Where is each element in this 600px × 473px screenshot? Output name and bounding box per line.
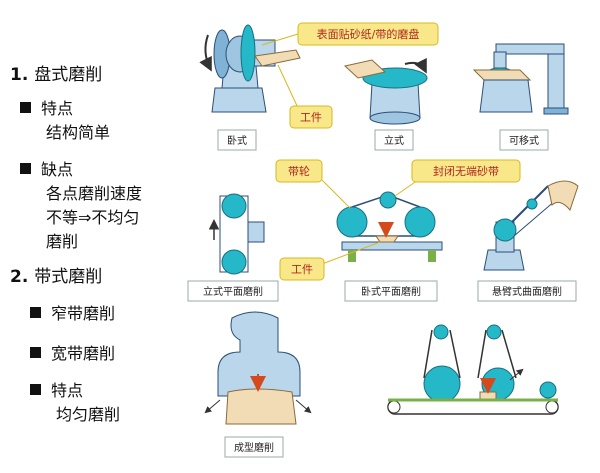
bullet-square-icon xyxy=(30,384,41,395)
vertical-flat-belt-machine xyxy=(208,193,265,275)
bullet-label: 特点 xyxy=(51,381,84,400)
bullet-label: 缺点 xyxy=(41,160,74,179)
caption-movable: 可移式 xyxy=(499,129,549,151)
callout-workpiece-top: 工件 xyxy=(277,64,333,129)
wide-belt-machine xyxy=(387,324,559,415)
caption-vertical-flat: 立式平面磨削 xyxy=(187,280,279,302)
callout-closed-belt: 封闭无端砂带 xyxy=(394,159,521,197)
bullet-feature-1: 特点 xyxy=(20,95,73,119)
horizontal-flat-belt-machine xyxy=(336,191,443,262)
bullet-label: 宽带磨削 xyxy=(51,344,116,363)
feature-detail-1: 结构简单 xyxy=(46,123,111,142)
caption-horizontal: 卧式 xyxy=(217,129,257,151)
svg-text:成型磨削: 成型磨削 xyxy=(234,441,274,454)
drawback-line-1: 各点磨削速度 xyxy=(46,184,143,203)
svg-text:卧式平面磨削: 卧式平面磨削 xyxy=(361,285,421,298)
item-title: 带式磨削 xyxy=(34,267,103,287)
svg-text:可移式: 可移式 xyxy=(509,134,539,147)
bullet-label: 窄带磨削 xyxy=(51,304,116,323)
svg-text:封闭无端砂带: 封闭无端砂带 xyxy=(433,164,499,178)
bullet-narrow-belt: 窄带磨削 xyxy=(30,300,115,324)
outline-item-1: 1. 盘式磨削 xyxy=(10,60,102,85)
bullet-square-icon xyxy=(20,163,31,174)
caption-horizontal-flat: 卧式平面磨削 xyxy=(344,280,438,302)
vertical-disc-machine xyxy=(343,57,428,125)
bullet-feature-2: 特点 xyxy=(30,377,83,401)
outline-panel: 1. 盘式磨削 特点 结构简单 缺点 各点磨削速度 不等⇒不均匀 磨削 2. 带… xyxy=(0,0,210,473)
horizontal-disc-machine xyxy=(199,24,301,113)
drawback-line-3: 磨削 xyxy=(46,232,79,251)
svg-text:工件: 工件 xyxy=(300,111,322,124)
svg-text:悬臂式曲面磨削: 悬臂式曲面磨削 xyxy=(492,285,562,298)
callout-belt-wheel: 带轮 xyxy=(275,159,351,209)
caption-profile: 成型磨削 xyxy=(224,436,284,458)
callout-disc-surface: 表面贴砂纸/带的磨盘 xyxy=(261,22,439,46)
svg-text:带轮: 带轮 xyxy=(288,164,310,178)
bullet-drawback: 缺点 xyxy=(20,156,73,180)
item-number: 2. xyxy=(10,267,29,287)
profile-grinding-machine xyxy=(204,311,312,425)
svg-text:立式: 立式 xyxy=(384,134,404,147)
bullet-square-icon xyxy=(30,347,41,358)
movable-disc-machine xyxy=(472,43,569,115)
item-number: 1. xyxy=(10,65,29,85)
svg-text:立式平面磨削: 立式平面磨削 xyxy=(203,285,263,298)
drawback-line-2: 不等⇒不均匀 xyxy=(46,208,140,227)
svg-text:表面贴砂纸/带的磨盘: 表面贴砂纸/带的磨盘 xyxy=(317,27,420,41)
cantilever-curved-belt-machine xyxy=(483,180,579,271)
caption-cantilever: 悬臂式曲面磨削 xyxy=(477,280,577,302)
feature-detail-2: 均匀磨削 xyxy=(56,405,121,424)
bullet-square-icon xyxy=(30,307,41,318)
svg-text:卧式: 卧式 xyxy=(227,134,247,147)
outline-item-2: 2. 带式磨削 xyxy=(10,262,102,287)
caption-vertical: 立式 xyxy=(374,129,414,151)
svg-text:工件: 工件 xyxy=(291,263,313,276)
bullet-wide-belt: 宽带磨削 xyxy=(30,340,115,364)
bullet-square-icon xyxy=(20,102,31,113)
callout-workpiece-mid: 工件 xyxy=(279,241,381,281)
bullet-label: 特点 xyxy=(41,99,74,118)
item-title: 盘式磨削 xyxy=(34,65,103,85)
